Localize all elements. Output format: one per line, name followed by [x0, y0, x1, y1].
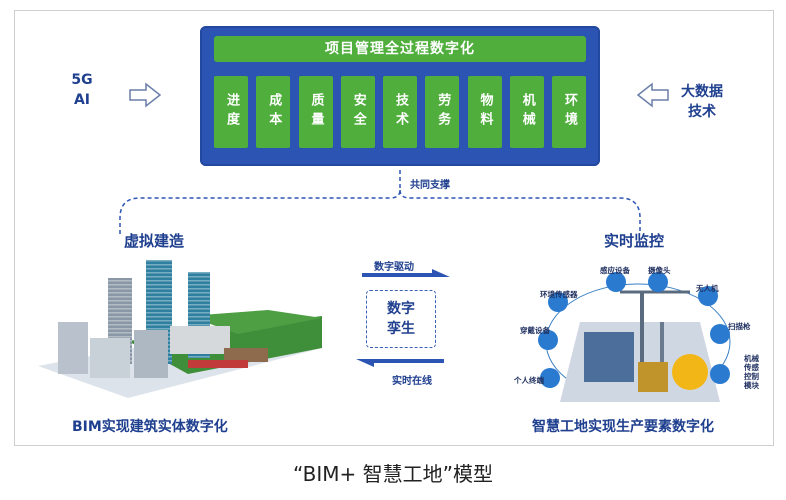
bim-building-model-image — [38, 260, 322, 398]
right-hollow-arrow — [636, 82, 669, 108]
right-input-label: 大数据 技术 — [672, 82, 732, 122]
digital-twin-box: 数字孪生 — [366, 290, 436, 348]
right-input-line1: 大数据 — [681, 84, 723, 100]
item-environment: 环境 — [552, 76, 586, 148]
smart-site-caption: 智慧工地实现生产要素数字化 — [532, 419, 714, 435]
item-technology: 技术 — [383, 76, 417, 148]
left-hollow-arrow — [129, 82, 162, 108]
left-flow-arrow — [356, 359, 444, 367]
item-cost: 成本 — [256, 76, 291, 148]
item-labor: 劳务 — [425, 76, 460, 148]
digital-drive-label: 数字驱动 — [374, 262, 414, 273]
item-schedule: 进度 — [214, 76, 248, 148]
realtime-online-label: 实时在线 — [392, 376, 432, 387]
left-input-label: 5G AI — [64, 70, 100, 110]
label-personal-terminal: 个人终端 — [514, 376, 544, 385]
panel-title: 项目管理全过程数字化 — [214, 36, 586, 62]
label-drone: 无人机 — [696, 284, 719, 293]
right-input-line2: 技术 — [688, 104, 716, 120]
support-connector — [119, 170, 641, 234]
figure-title: “BIM+ 智慧工地”模型 — [292, 462, 494, 486]
support-label: 共同支撑 — [410, 180, 450, 191]
item-machinery: 机械 — [509, 76, 544, 148]
realtime-monitoring-heading: 实时监控 — [604, 232, 665, 250]
management-items: 进度 成本 质量 安全 技术 劳务 物料 机械 环境 — [214, 76, 586, 148]
label-scanner: 扫描枪 — [728, 322, 751, 331]
project-management-panel: 项目管理全过程数字化 进度 成本 质量 安全 技术 劳务 物料 机械 环境 — [200, 26, 600, 166]
bim-caption: BIM实现建筑实体数字化 — [72, 419, 228, 435]
digital-twin-text: 数字孪生 — [387, 301, 415, 337]
left-input-line1: 5G — [71, 72, 93, 88]
label-machine-module: 机械传感控制模块 — [744, 354, 759, 390]
label-env-sensor: 环境传感器 — [540, 290, 578, 299]
right-flow-arrow — [362, 269, 450, 277]
item-materials: 物料 — [467, 76, 502, 148]
smart-site-hub-image — [538, 272, 731, 402]
item-quality: 质量 — [298, 76, 333, 148]
left-input-line2: AI — [73, 92, 91, 108]
label-sensor-device: 感应设备 — [600, 266, 630, 275]
label-camera: 摄像头 — [648, 266, 671, 275]
virtual-construction-heading: 虚拟建造 — [124, 232, 185, 250]
item-safety: 安全 — [340, 76, 375, 148]
label-wearable: 穿戴设备 — [520, 326, 550, 335]
